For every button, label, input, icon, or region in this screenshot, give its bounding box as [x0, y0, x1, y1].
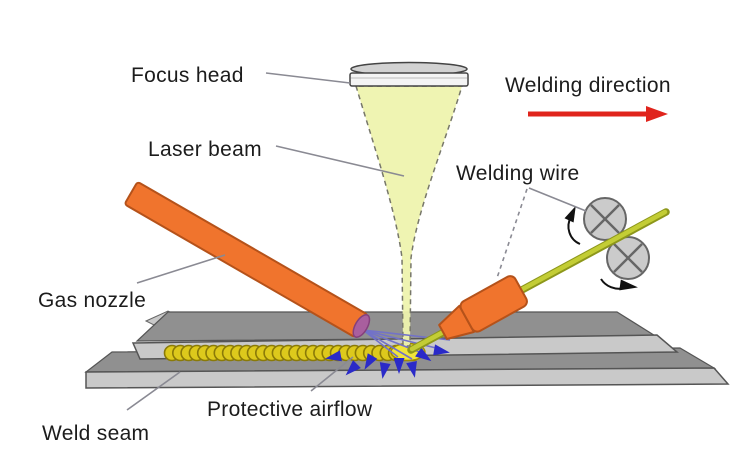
airflow-arrow-icon: [364, 353, 378, 370]
laser-beam-leader: [275, 145, 405, 177]
label-gas-nozzle: Gas nozzle: [38, 289, 146, 312]
lower-roller-rotation-arrowhead-icon: [619, 279, 638, 291]
protective-airflow-leader: [310, 356, 354, 392]
airflow-arrow-icon: [406, 361, 417, 378]
welding-direction-arrow-icon: [528, 106, 668, 122]
focus-head-leader: [265, 72, 351, 84]
focus-head-lens-body: [349, 72, 469, 87]
airflow-arrow-icon: [433, 344, 450, 356]
lower-roller-cross: [613, 243, 643, 273]
airflow-arrow-icon: [415, 347, 432, 362]
airflow-line: [362, 329, 441, 350]
focus-head: [349, 61, 469, 87]
weld-seam: [163, 344, 422, 362]
weld-seam-leader: [126, 371, 181, 411]
upper-roller-cross: [590, 204, 620, 234]
airflow-arrow-icon: [345, 360, 361, 376]
label-focus-head: Focus head: [131, 64, 244, 87]
airflow-line: [362, 329, 413, 360]
airflow-arrow-icon: [393, 358, 405, 374]
label-welding-direction: Welding direction: [505, 74, 671, 97]
wire-feeder-tip: [438, 304, 475, 340]
airflow-arrow-icon: [325, 350, 342, 362]
lower-plate-front-face: [85, 367, 730, 389]
airflow-line: [362, 329, 399, 358]
label-weld-seam: Weld seam: [42, 422, 149, 445]
airflow-arrows: [325, 344, 450, 379]
label-protective-airflow: Protective airflow: [207, 398, 373, 421]
gas-nozzle: [124, 181, 371, 338]
wire-feed-rollers: [564, 197, 650, 291]
upper-roller-rotation-arrowhead-icon: [564, 205, 576, 223]
welding-direction-arrowhead: [646, 106, 668, 122]
gas-nozzle-leader: [136, 254, 226, 284]
laser-beam-cone: [354, 85, 464, 347]
airflow-arrow-icon: [379, 362, 391, 379]
upper-roller-rotation-arrow-icon: [567, 216, 581, 245]
leader-lines: [126, 72, 587, 411]
wire-feeder-divider: [458, 305, 475, 333]
gas-nozzle-tip: [352, 314, 371, 338]
label-laser-beam: Laser beam: [148, 138, 262, 161]
label-welding-wire: Welding wire: [456, 162, 579, 185]
wire-feeder: [438, 275, 528, 340]
welding-wire-leader-dashed: [496, 188, 528, 279]
welding-wire-leader: [528, 187, 587, 212]
